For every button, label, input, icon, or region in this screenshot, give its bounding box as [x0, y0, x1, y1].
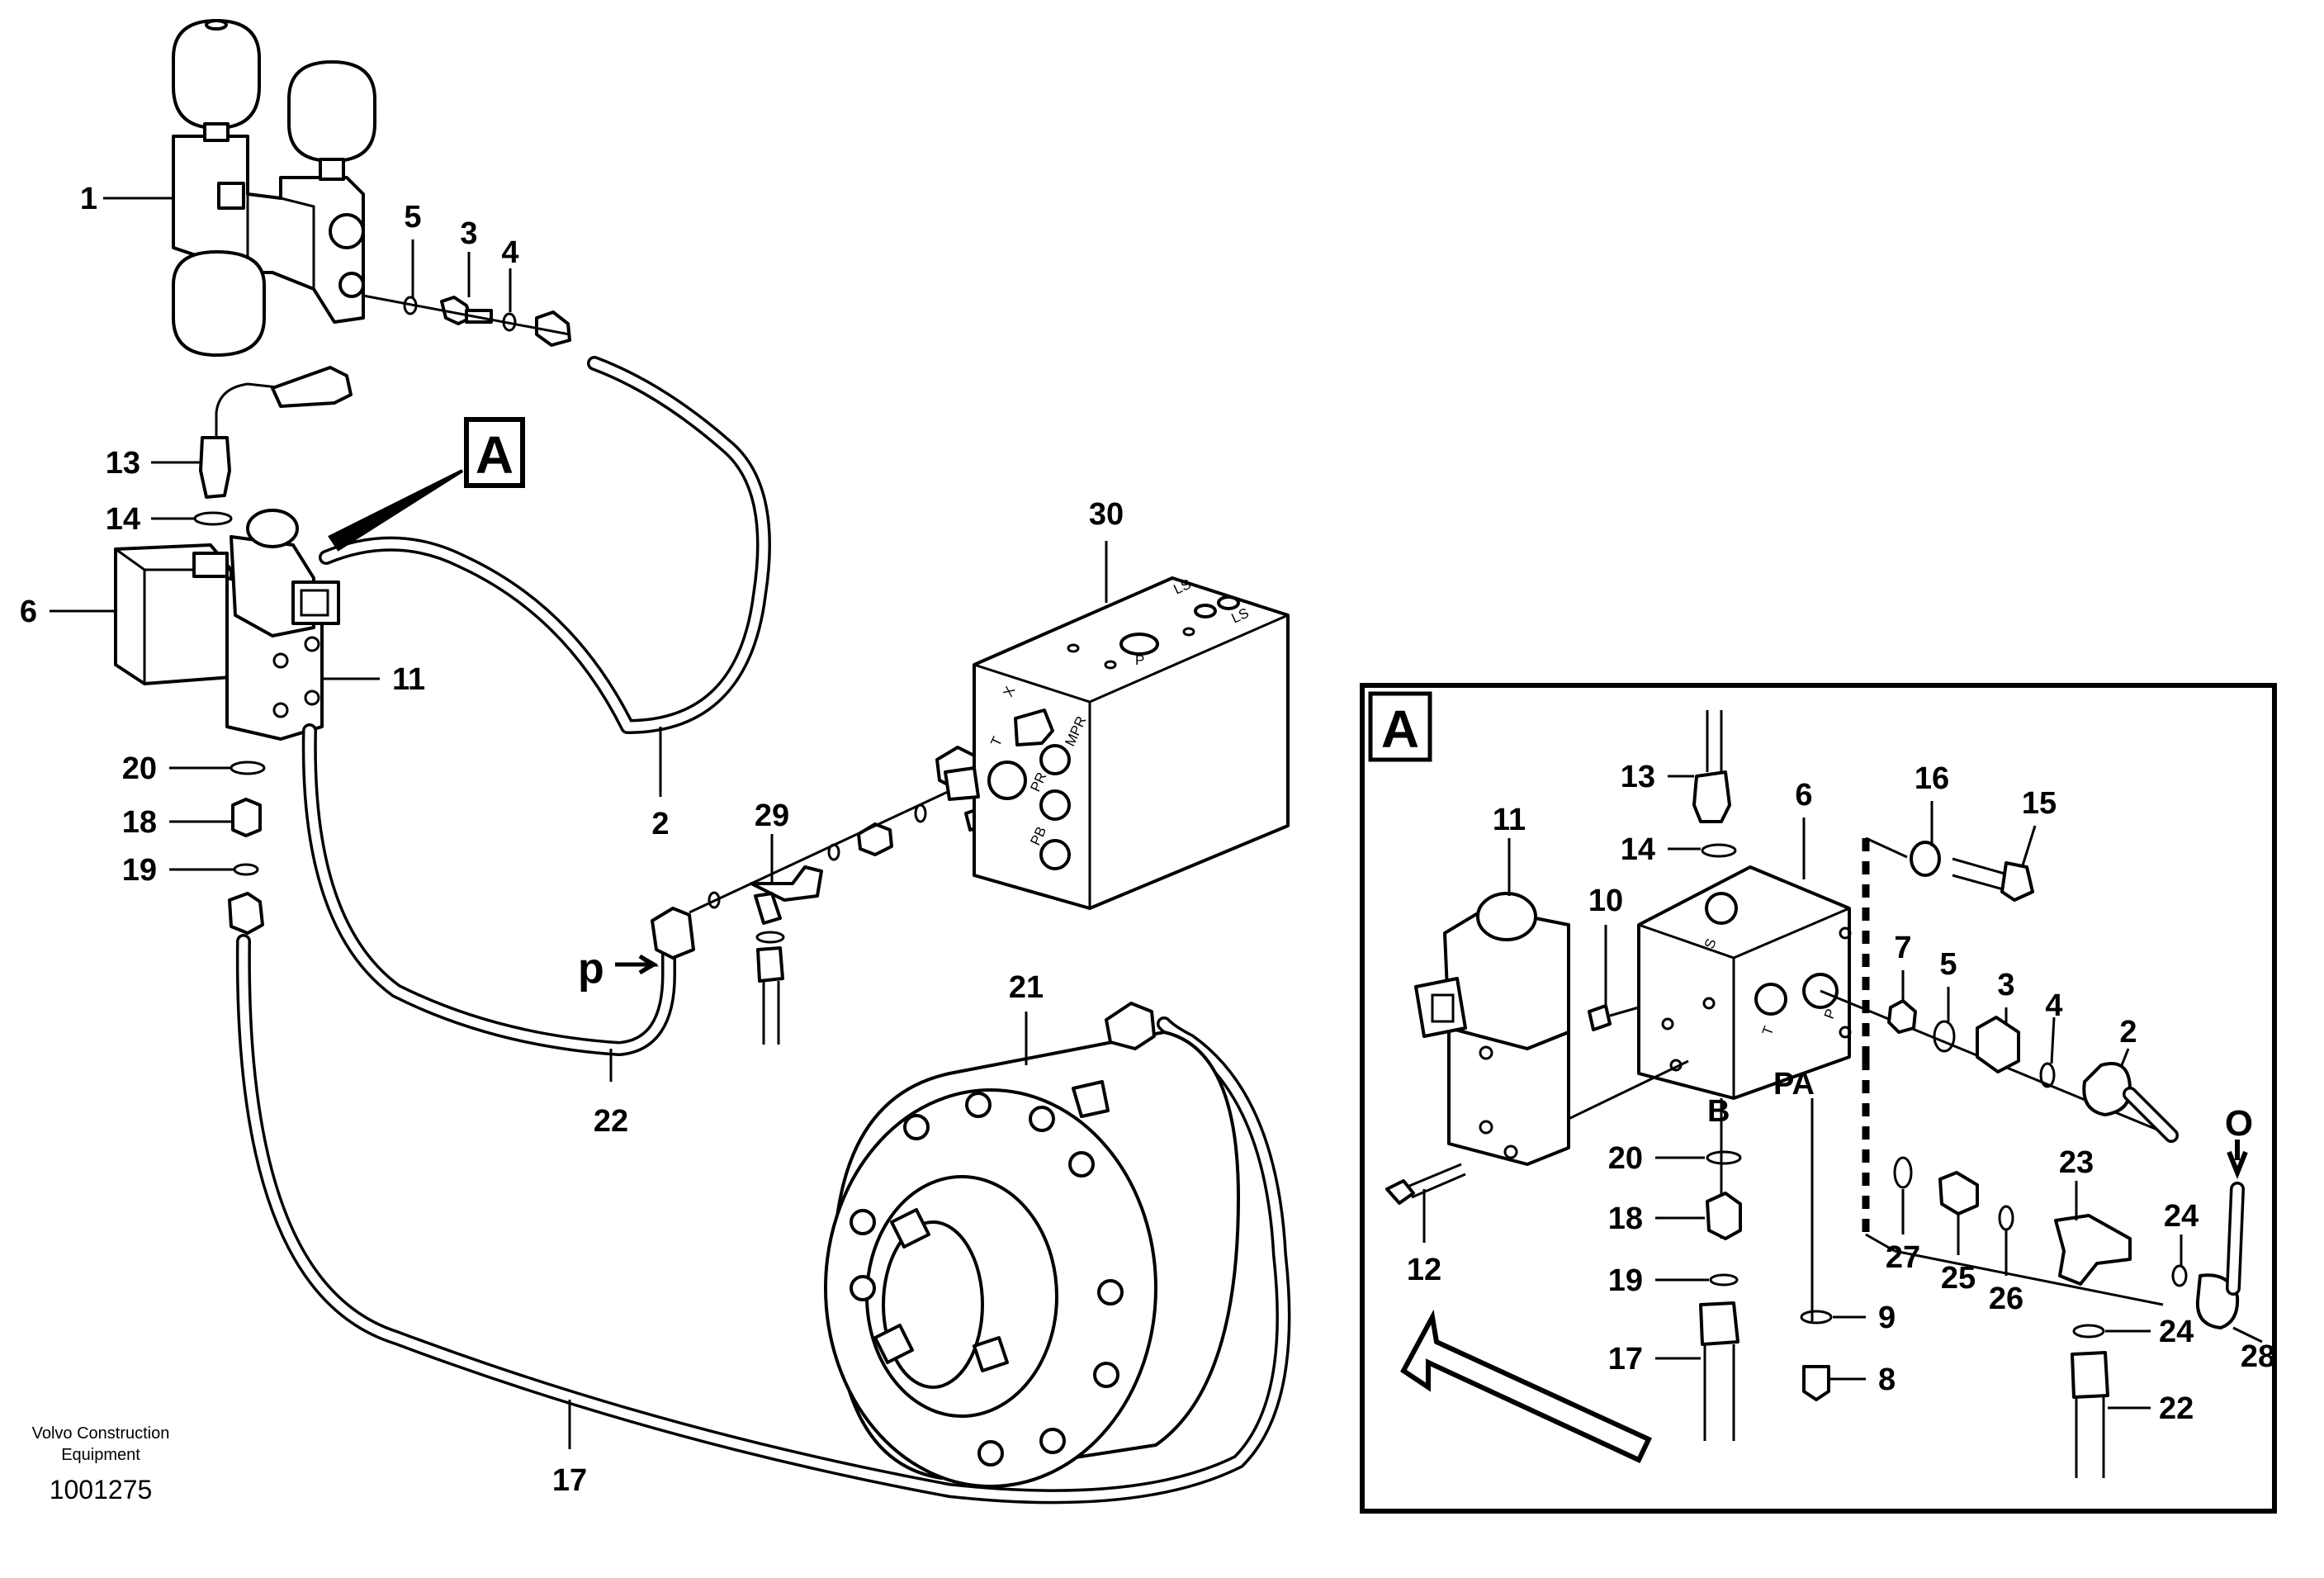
detail-label-16: 16	[1915, 761, 1949, 796]
footer-brand-line1: Volvo Construction	[32, 1424, 170, 1443]
solenoid-valve-main	[114, 366, 353, 741]
detail-label-3: 3	[1997, 968, 2014, 1002]
detail-view-a: A S T P	[1360, 683, 2277, 1514]
label-29: 29	[755, 798, 789, 833]
detail-label-27: 27	[1886, 1240, 1920, 1275]
label-13: 13	[106, 446, 140, 481]
label-14: 14	[106, 502, 140, 537]
label-2: 2	[651, 807, 669, 841]
o-port-label: O	[2225, 1103, 2253, 1144]
label-18: 18	[122, 805, 157, 840]
port-pa-label: PA	[1773, 1067, 1815, 1102]
p-port-label: p	[578, 945, 604, 993]
port-b-label: B	[1707, 1094, 1730, 1129]
detail-label-24a: 24	[2164, 1199, 2199, 1234]
main-leaders	[50, 197, 1108, 1449]
detail-label-17: 17	[1608, 1342, 1643, 1377]
fitting-chain-left	[228, 761, 266, 935]
hose-2	[319, 356, 771, 734]
detail-label-23: 23	[2059, 1145, 2094, 1180]
detail-label-10: 10	[1588, 884, 1623, 918]
main-part-labels: 1 5 3 4 13 14 6 11 20 18 19 2 29 30 21 2…	[20, 182, 1124, 1498]
detail-label-8: 8	[1878, 1362, 1896, 1397]
detail-label-26: 26	[1989, 1282, 2023, 1316]
detail-title: A	[1381, 699, 1419, 759]
detail-label-2: 2	[2119, 1015, 2137, 1050]
detail-label-20: 20	[1608, 1141, 1643, 1176]
direction-arrow	[1400, 1309, 1653, 1463]
detail-label-12: 12	[1407, 1253, 1441, 1287]
detail-label-4: 4	[2045, 988, 2062, 1023]
label-21: 21	[1009, 970, 1044, 1005]
detail-label-9: 9	[1878, 1301, 1896, 1335]
detail-label-28: 28	[2241, 1339, 2275, 1374]
label-17: 17	[552, 1463, 587, 1498]
block-port-p: P	[1135, 652, 1144, 668]
label-22: 22	[594, 1104, 628, 1139]
detail-label-15: 15	[2022, 786, 2057, 821]
label-5: 5	[404, 200, 421, 235]
footer-brand-line2: Equipment	[61, 1446, 140, 1464]
brake-housing-21	[824, 1002, 1240, 1488]
detail-label-25: 25	[1941, 1261, 1976, 1296]
label-30: 30	[1089, 497, 1124, 532]
detail-label-18: 18	[1608, 1201, 1643, 1236]
detail-label-11: 11	[1493, 803, 1526, 837]
hose-17	[235, 934, 1291, 1505]
p-port-arrow: p	[578, 945, 660, 993]
control-block-30	[944, 576, 1290, 910]
detail-label-6: 6	[1795, 778, 1812, 813]
callout-a-main: A	[328, 417, 525, 552]
footer-reference: 1001275	[50, 1475, 153, 1505]
label-4: 4	[501, 235, 518, 270]
callout-a-label: A	[476, 425, 514, 485]
label-19: 19	[122, 853, 157, 888]
detail-label-7: 7	[1894, 931, 1911, 965]
footer: Volvo Construction Equipment 1001275	[32, 1424, 170, 1505]
detail-label-19: 19	[1608, 1263, 1643, 1298]
detail-label-22: 22	[2159, 1391, 2194, 1426]
label-20: 20	[122, 751, 157, 786]
detail-title-box	[1368, 691, 1432, 762]
detail-label-24b: 24	[2159, 1315, 2194, 1349]
label-11: 11	[392, 662, 425, 697]
hose-22	[301, 723, 695, 1056]
label-3: 3	[460, 216, 477, 251]
detail-label-5: 5	[1939, 947, 1957, 982]
fitting-chain-upper	[362, 294, 571, 347]
detail-label-13: 13	[1621, 760, 1655, 794]
detail-label-14: 14	[1621, 832, 1655, 867]
accumulator-assembly	[172, 19, 376, 357]
label-6: 6	[20, 595, 37, 629]
label-1: 1	[80, 182, 97, 216]
